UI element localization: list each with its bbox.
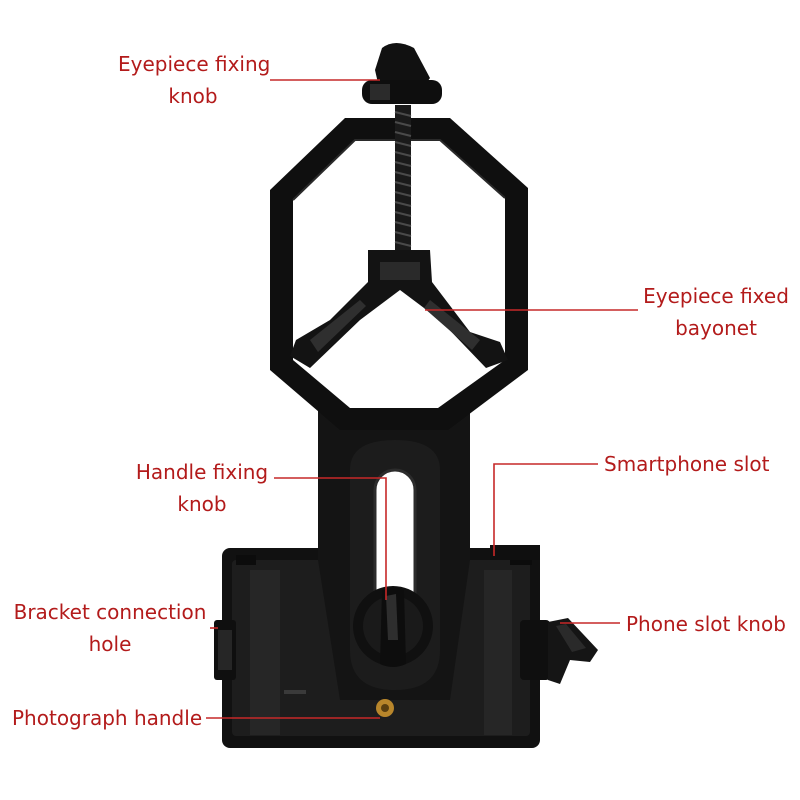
label-photograph-handle: Photograph handle [12, 702, 202, 734]
label-line: Eyepiece fixing [118, 52, 271, 76]
eyepiece-fixed-bayonet-part [290, 250, 508, 368]
label-line: knob [168, 84, 218, 108]
label-line: Phone slot knob [626, 612, 786, 636]
phone-slot-knob-part [520, 618, 598, 684]
bracket-connection-hole-part [214, 620, 236, 680]
label-eyepiece-fixed-bayonet: Eyepiece fixed bayonet [640, 280, 792, 344]
eyepiece-fixing-knob-part [362, 43, 442, 104]
smartphone-slot-part [490, 545, 540, 560]
label-line: knob [177, 492, 227, 516]
handle-fixing-knob-part [353, 586, 433, 667]
label-smartphone-slot: Smartphone slot [604, 448, 770, 480]
leader-handle-fixing-knob [274, 477, 387, 600]
label-phone-slot-knob: Phone slot knob [626, 608, 786, 640]
label-line: Bracket connection [13, 600, 207, 624]
label-line: bayonet [675, 316, 757, 340]
threaded-rod [394, 105, 412, 275]
label-line: hole [88, 632, 132, 656]
label-line: Handle fixing [135, 460, 269, 484]
leader-smartphone-slot [493, 463, 598, 556]
photograph-handle-part [376, 699, 394, 717]
label-eyepiece-fixing-knob: Eyepiece fixing knob [118, 48, 271, 112]
label-bracket-connection-hole: Bracket connection hole [10, 596, 210, 660]
label-line: Photograph handle [12, 706, 203, 730]
label-line: Smartphone slot [604, 452, 770, 476]
label-handle-fixing-knob: Handle fixing knob [132, 456, 272, 520]
label-line: Eyepiece fixed [643, 284, 789, 308]
